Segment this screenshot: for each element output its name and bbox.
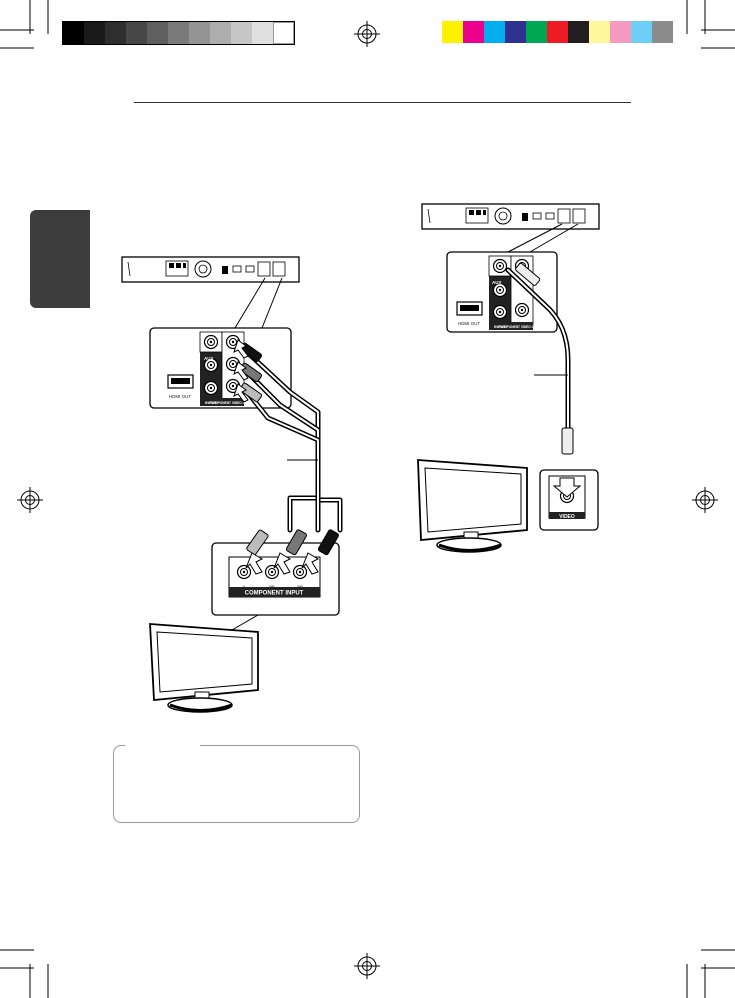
side-tab bbox=[30, 210, 90, 308]
video-jack bbox=[203, 334, 219, 350]
grayscale-swatch bbox=[210, 22, 231, 44]
component-cables bbox=[245, 350, 343, 533]
grayscale-swatch bbox=[126, 22, 147, 44]
header-rule bbox=[134, 102, 631, 103]
tv-pr-jack bbox=[292, 564, 308, 580]
grayscale-swatch bbox=[63, 22, 84, 44]
registration-mark-icon bbox=[353, 952, 381, 980]
process-swatch bbox=[589, 21, 610, 43]
tv-pr-label: PR bbox=[297, 584, 303, 589]
process-swatch bbox=[442, 21, 463, 43]
component-output-label: COMPONENT VIDEO OUTPUT bbox=[210, 401, 256, 405]
aux-r-jack bbox=[203, 380, 219, 396]
process-swatch bbox=[505, 21, 526, 43]
tv-video-label: VIDEO bbox=[559, 514, 575, 520]
note-box bbox=[113, 745, 360, 823]
grayscale-color-bar bbox=[62, 21, 295, 45]
tv-y-jack bbox=[236, 564, 252, 580]
hdmi-out-label: HDMI OUT bbox=[458, 321, 480, 326]
receiver-icon bbox=[121, 256, 300, 283]
arrow-icons bbox=[245, 552, 320, 575]
grayscale-swatch bbox=[231, 22, 252, 44]
process-swatch bbox=[568, 21, 589, 43]
arrow-icons bbox=[233, 339, 249, 403]
process-swatch bbox=[631, 21, 652, 43]
grayscale-swatch bbox=[273, 22, 294, 44]
input-label: INPUT bbox=[205, 400, 218, 405]
process-swatch bbox=[652, 21, 673, 43]
tv-pb-label: PB bbox=[269, 584, 275, 589]
aux-r-jack bbox=[492, 304, 508, 320]
registration-mark-icon bbox=[16, 486, 44, 514]
process-swatch bbox=[484, 21, 505, 43]
process-swatch bbox=[610, 21, 631, 43]
tv-pb-jack bbox=[264, 564, 280, 580]
registration-mark-icon bbox=[691, 486, 719, 514]
process-swatch bbox=[547, 21, 568, 43]
grayscale-swatch bbox=[84, 22, 105, 44]
tv-y-label: Y bbox=[243, 584, 246, 589]
process-color-bar bbox=[442, 21, 673, 43]
aux-label: AUX bbox=[204, 356, 214, 361]
aux-label: AUX bbox=[492, 280, 502, 285]
arrow-icon bbox=[552, 477, 582, 498]
receiver-icon bbox=[421, 203, 600, 230]
tv-icon bbox=[149, 623, 259, 713]
component-output-label: COMPONENT VIDEO OUTPUT bbox=[499, 325, 545, 329]
video-cable bbox=[505, 267, 571, 433]
video-plug bbox=[561, 427, 574, 455]
grayscale-swatch bbox=[168, 22, 189, 44]
grayscale-swatch bbox=[252, 22, 273, 44]
component-input-label: COMPONENT INPUT bbox=[245, 591, 304, 597]
grayscale-swatch bbox=[147, 22, 168, 44]
input-label: INPUT bbox=[494, 324, 507, 329]
grayscale-swatch bbox=[189, 22, 210, 44]
grayscale-swatch bbox=[105, 22, 126, 44]
component-pr-jack bbox=[514, 302, 530, 318]
registration-mark-icon bbox=[353, 20, 381, 48]
note-box-header-gap bbox=[125, 742, 200, 748]
tv-icon bbox=[417, 459, 528, 553]
component-plugs-tv bbox=[246, 529, 339, 556]
process-swatch bbox=[526, 21, 547, 43]
hdmi-out-label: HDMI OUT bbox=[169, 394, 191, 399]
aux-l-jack bbox=[492, 282, 508, 298]
video-jack bbox=[492, 258, 508, 274]
process-swatch bbox=[463, 21, 484, 43]
video-plug bbox=[515, 262, 541, 286]
